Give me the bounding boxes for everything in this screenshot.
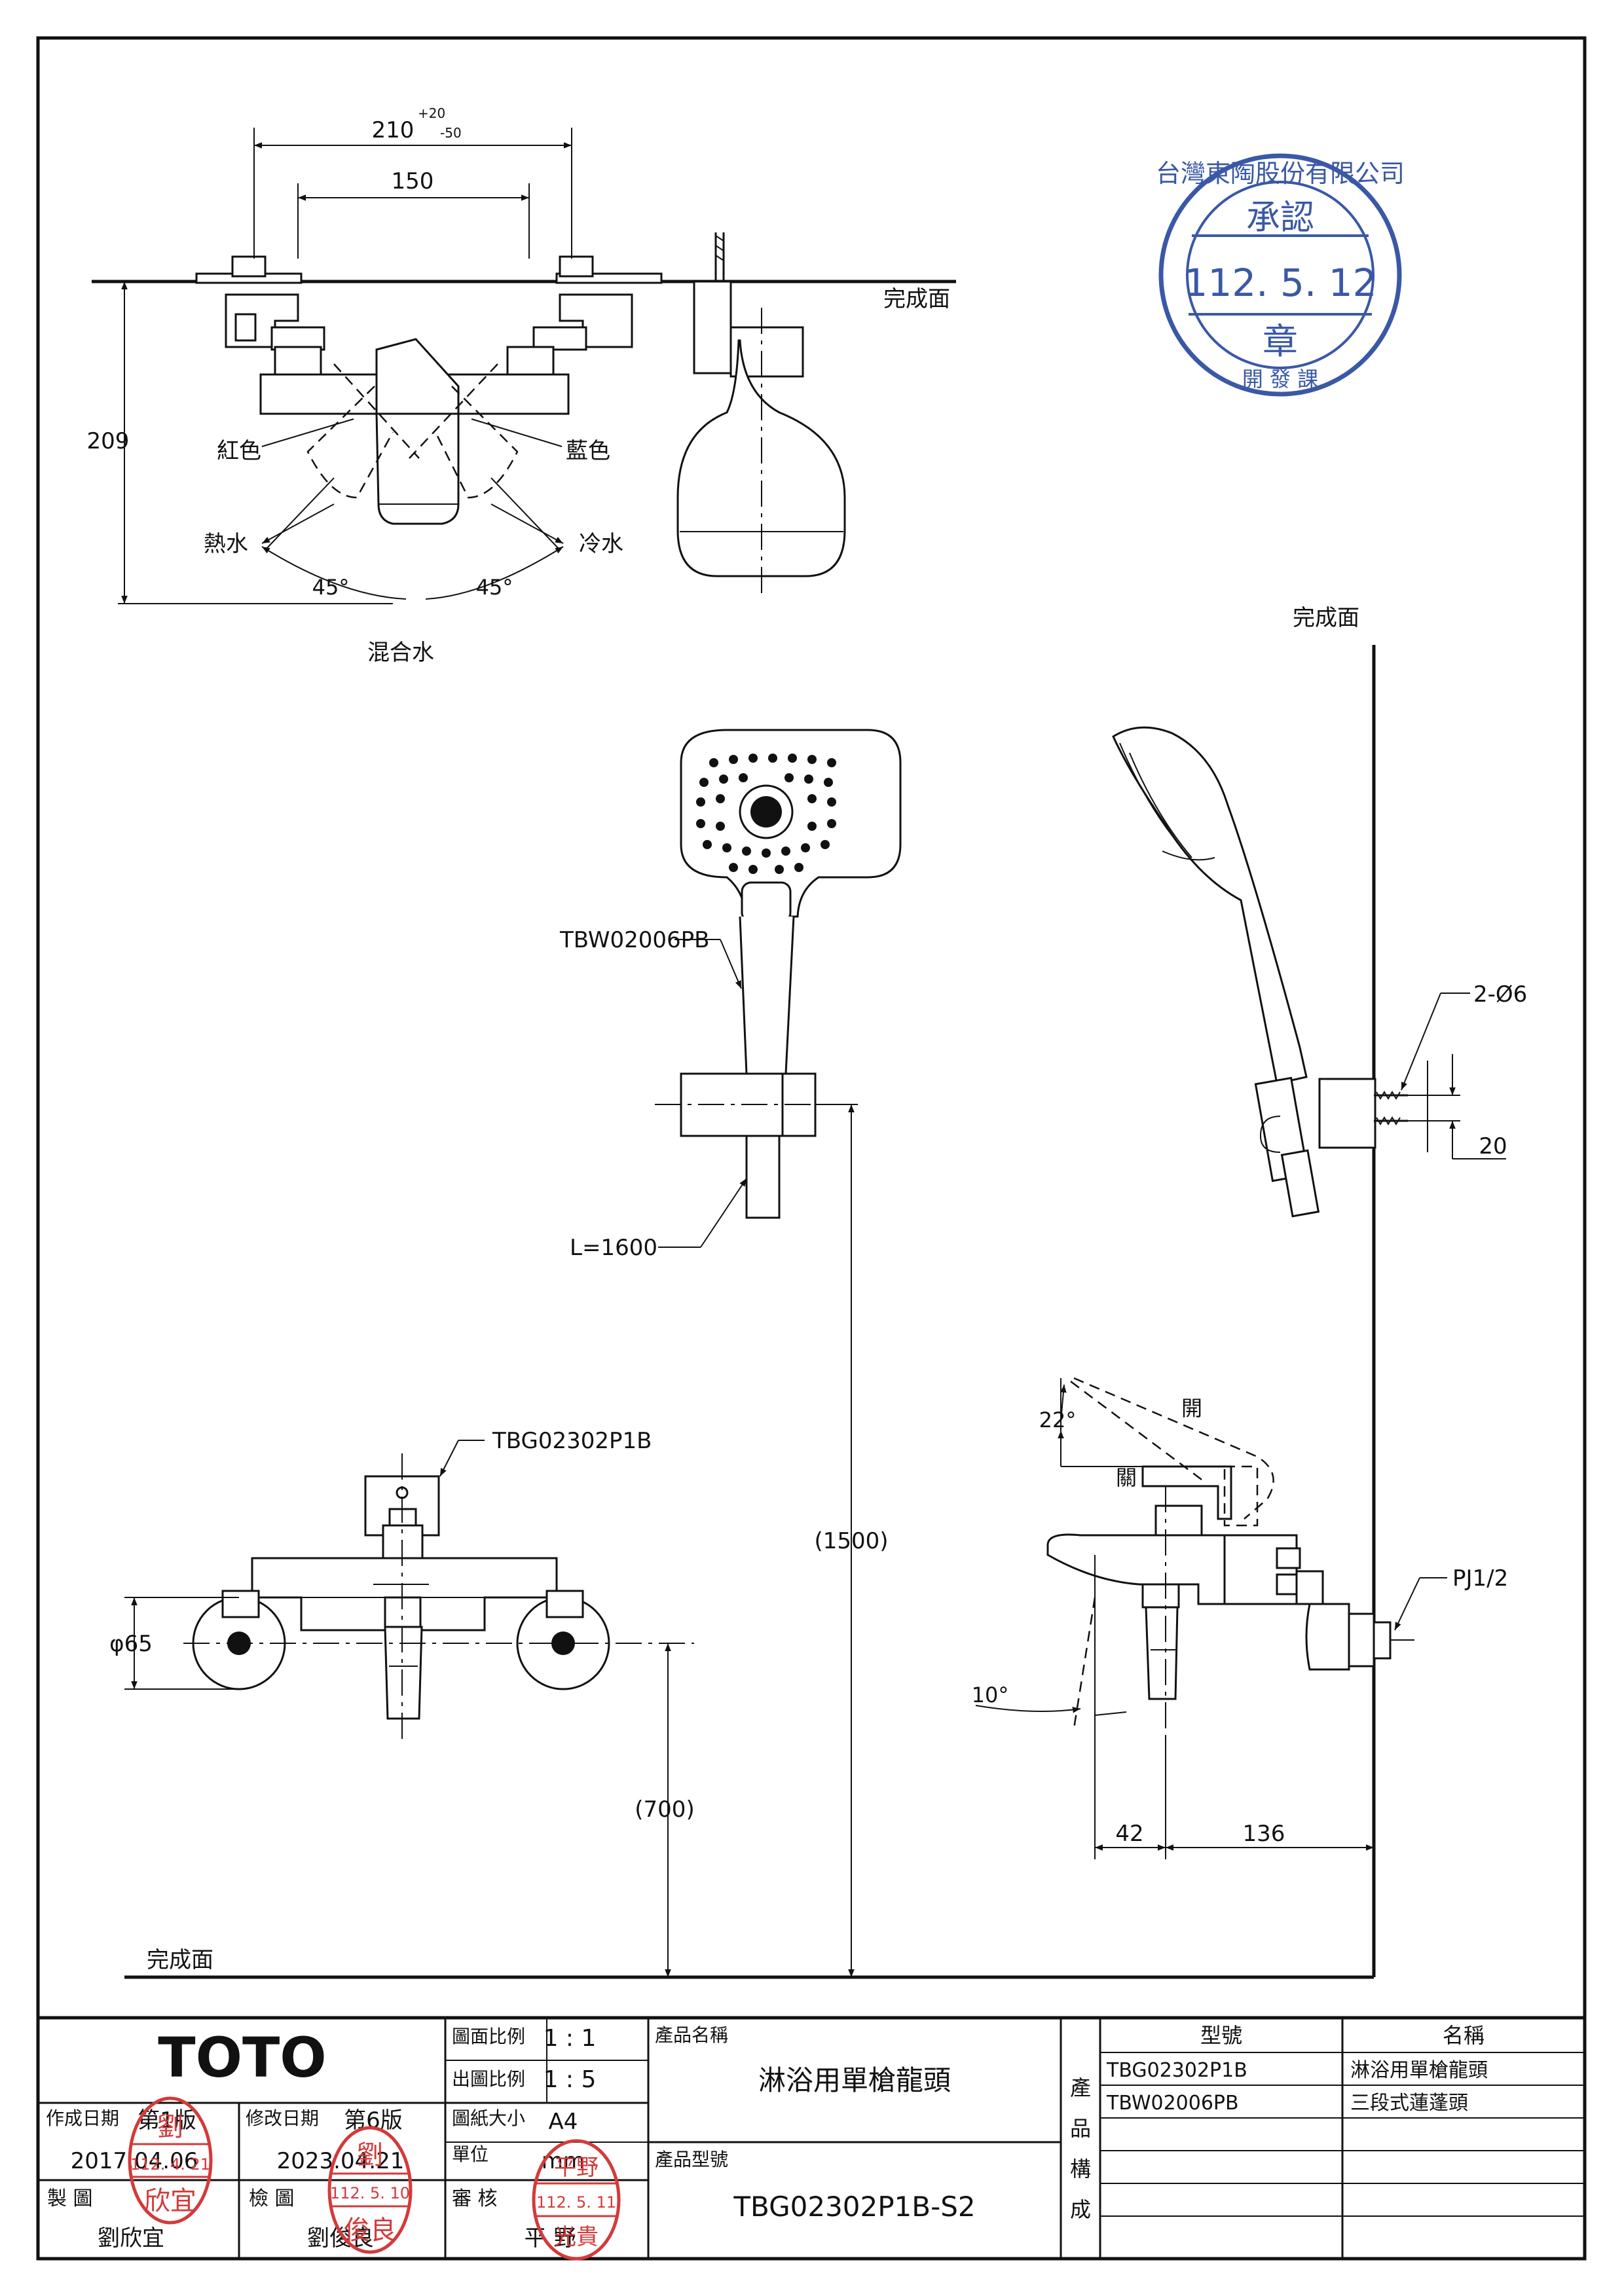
checker-stamp-surname: 劉 [357, 2140, 383, 2170]
row1-model: TBG02302P1B [1106, 2059, 1247, 2082]
label-wall-right: 完成面 [1293, 605, 1359, 631]
paper-label: 圖紙大小 [452, 2107, 525, 2129]
dim-diameter: φ65 [109, 1631, 153, 1657]
stamp-dept: 開 發 課 [1242, 367, 1318, 392]
review-label: 審 核 [452, 2187, 498, 2210]
reviewer-stamp: 平野 112. 5. 11 光貴 [532, 2139, 621, 2261]
scale-label: 圖面比例 [452, 2026, 525, 2047]
drafter-stamp-surname: 劉 [157, 2112, 183, 2142]
created-date: 2017.04.06 [71, 2148, 198, 2174]
reviewer-stamp-given: 光貴 [554, 2224, 599, 2250]
stamp-company: 台灣東陶股份有限公司 [1156, 159, 1405, 188]
col-name-header: 名稱 [1443, 2023, 1485, 2048]
dim-width-total: 210 [372, 117, 415, 143]
scale-value: 1 : 1 [544, 2025, 597, 2052]
label-floor: 完成面 [147, 1947, 213, 1973]
product-model: TBG02302P1B-S2 [733, 2191, 975, 2223]
sheet-border [36, 36, 1587, 2261]
label-cold: 冷水 [579, 531, 623, 557]
dim-depth-42: 42 [1115, 1821, 1143, 1847]
row1-name: 淋浴用單槍龍頭 [1350, 2059, 1488, 2082]
edition-first: 第1版 [138, 2107, 196, 2134]
label-mixed: 混合水 [367, 640, 434, 666]
angle-10: 10° [972, 1683, 1009, 1707]
row2-name: 三段式蓮蓬頭 [1350, 2092, 1468, 2115]
dim-width-tol-minus: -50 [440, 125, 462, 141]
composition-char-2: 品 [1070, 2116, 1091, 2141]
unit-label: 單位 [452, 2143, 489, 2165]
product-name: 淋浴用單槍龍頭 [758, 2064, 951, 2096]
edition-current: 第6版 [344, 2107, 403, 2134]
drafter-stamp: 劉 112. 4. 21 欣宜 [128, 2096, 213, 2225]
label-open: 開 [1181, 1396, 1202, 1421]
dim-height: 209 [87, 428, 130, 454]
composition-char-1: 產 [1070, 2075, 1091, 2100]
side-view-faucet: PJ1/2 22° 開 關 10° 42 136 [972, 1377, 1508, 1859]
drafter: 劉欣宜 [98, 2225, 164, 2251]
drafter-stamp-given: 欣宜 [144, 2186, 196, 2216]
col-model-header: 型號 [1200, 2023, 1242, 2048]
angle-22: 22° [1039, 1408, 1077, 1432]
composition-char-3: 構 [1070, 2157, 1091, 2181]
dim-spacing-20: 20 [1479, 1133, 1507, 1159]
print-scale-value: 1 : 5 [544, 2066, 597, 2093]
hand-shower-side: 2-Ø6 20 [1112, 726, 1527, 1218]
dim-height-1500: (1500) [814, 1528, 888, 1554]
reviewer-stamp-surname: 平野 [554, 2155, 599, 2181]
reviewer-stamp-date: 112. 5. 11 [536, 2193, 616, 2212]
checker-stamp-given: 俊良 [344, 2215, 396, 2246]
top-view-shower: 完成面 [676, 232, 950, 596]
dim-height-700: (700) [635, 1796, 694, 1823]
stamp-date: 112. 5. 12 [1183, 261, 1376, 305]
label-faucet-model: TBG02302P1B [492, 1428, 652, 1454]
dim-depth-136: 136 [1243, 1821, 1285, 1847]
paper-value: A4 [549, 2109, 578, 2135]
label-hot: 熱水 [204, 531, 248, 557]
label-shower-model: TBW02006PB [559, 927, 710, 953]
dim-hole: 2-Ø6 [1473, 981, 1527, 1008]
label-thread: PJ1/2 [1452, 1565, 1508, 1592]
row2-model: TBW02006PB [1106, 2092, 1239, 2115]
angle-left: 45° [312, 575, 350, 600]
front-view-faucet: φ65 TBG02302P1B 完成面 (700) (1500) [109, 1104, 1374, 1979]
dim-center-distance: 150 [392, 168, 434, 194]
drafter-stamp-date: 112. 4. 21 [130, 2155, 210, 2174]
spray-nozzles [696, 754, 836, 874]
composition-char-4: 成 [1070, 2197, 1091, 2222]
stamp-seal: 章 [1263, 321, 1298, 362]
title-block: TOTO 圖面比例 1 : 1 出圖比例 1 : 5 圖紙大小 A4 單位 mm… [38, 2018, 1585, 2259]
product-name-label: 產品名稱 [655, 2024, 728, 2046]
stamp-approve: 承認 [1246, 198, 1314, 238]
revised-date: 2023.04.21 [277, 2148, 405, 2174]
dim-width-tol-plus: +20 [418, 105, 445, 121]
label-close: 關 [1116, 1465, 1137, 1490]
brand-logo: TOTO [158, 2026, 326, 2090]
print-scale-label: 出圖比例 [452, 2068, 525, 2090]
approval-stamp: 台灣東陶股份有限公司 承認 112. 5. 12 章 開 發 課 [1156, 153, 1405, 397]
checked-label: 檢 圖 [249, 2187, 295, 2210]
top-view-faucet: 210 +20 -50 150 209 45° 45° 紅色 藍色 熱水 冷水 … [87, 105, 956, 666]
label-wall-top: 完成面 [883, 286, 950, 312]
hand-shower-front: TBW02006PB L=1600 [559, 729, 902, 1261]
product-model-label: 產品型號 [655, 2149, 728, 2170]
revised-label: 修改日期 [246, 2107, 319, 2129]
checker-stamp-date: 112. 5. 10 [330, 2184, 410, 2202]
created-label: 作成日期 [46, 2107, 119, 2129]
checker-stamp: 劉 112. 5. 10 俊良 [327, 2126, 413, 2254]
drawn-label: 製 圖 [47, 2187, 93, 2210]
label-red: 紅色 [217, 438, 261, 464]
label-blue: 藍色 [566, 438, 610, 464]
angle-right: 45° [476, 575, 513, 600]
label-hose-length: L=1600 [570, 1235, 657, 1261]
